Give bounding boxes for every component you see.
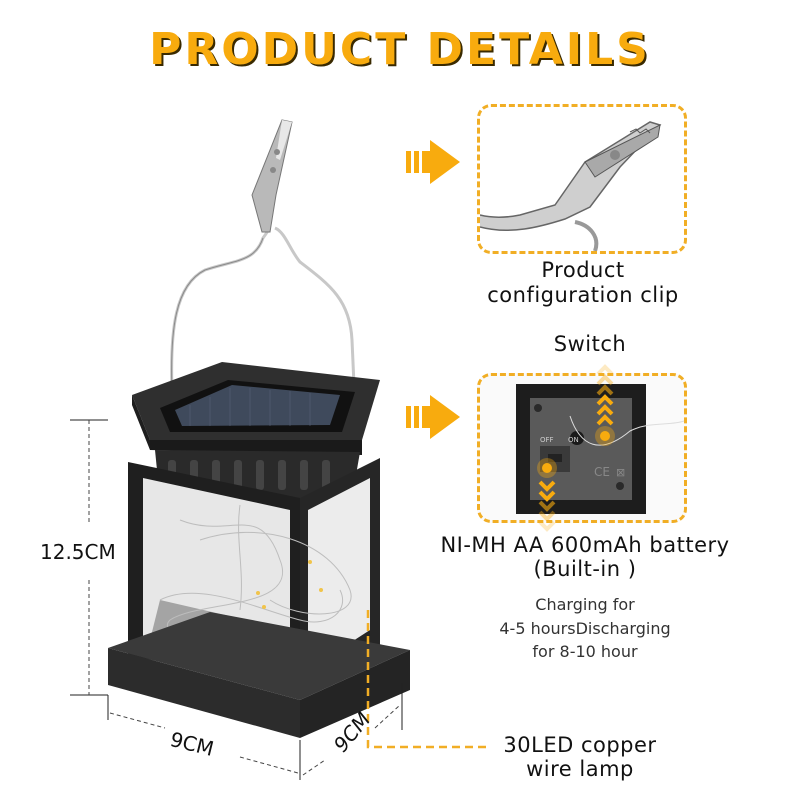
arrow-right-icon [406, 140, 460, 184]
arrow-right-icon [406, 395, 460, 439]
switch-callout-box: OFF ON CE ⊠ [477, 364, 687, 532]
switch-on-text: ON [568, 436, 579, 444]
battery-spec-line2: (Built-in ) [533, 557, 637, 581]
battery-spec-line1: NI-MH AA 600mAh battery [440, 533, 730, 557]
battery-compartment-image: OFF ON CE ⊠ [516, 364, 685, 532]
switch-off-text: OFF [540, 436, 554, 444]
chevron-up-icon [596, 364, 614, 426]
charging-line1: Charging for [535, 595, 635, 614]
clip-label-line1: Product [541, 258, 625, 282]
led-label-line1: 30LED copper [503, 733, 657, 757]
clip-closeup-image [479, 121, 662, 252]
height-dimension-label: 12.5CM [40, 540, 116, 564]
ce-mark-icon: CE [594, 465, 610, 479]
wheelie-bin-icon: ⊠ [616, 466, 625, 479]
charging-line2: 4-5 hoursDischarging [499, 619, 671, 638]
clip-callout-box [477, 104, 687, 254]
chevron-down-icon [538, 480, 556, 532]
clip-label-line2: configuration clip [487, 283, 679, 307]
charging-line3: for 8-10 hour [532, 642, 638, 661]
switch-label: Switch [553, 332, 627, 356]
page-title: PRODUCT DETAILS [149, 24, 651, 75]
led-label-line2: wire lamp [526, 757, 634, 781]
